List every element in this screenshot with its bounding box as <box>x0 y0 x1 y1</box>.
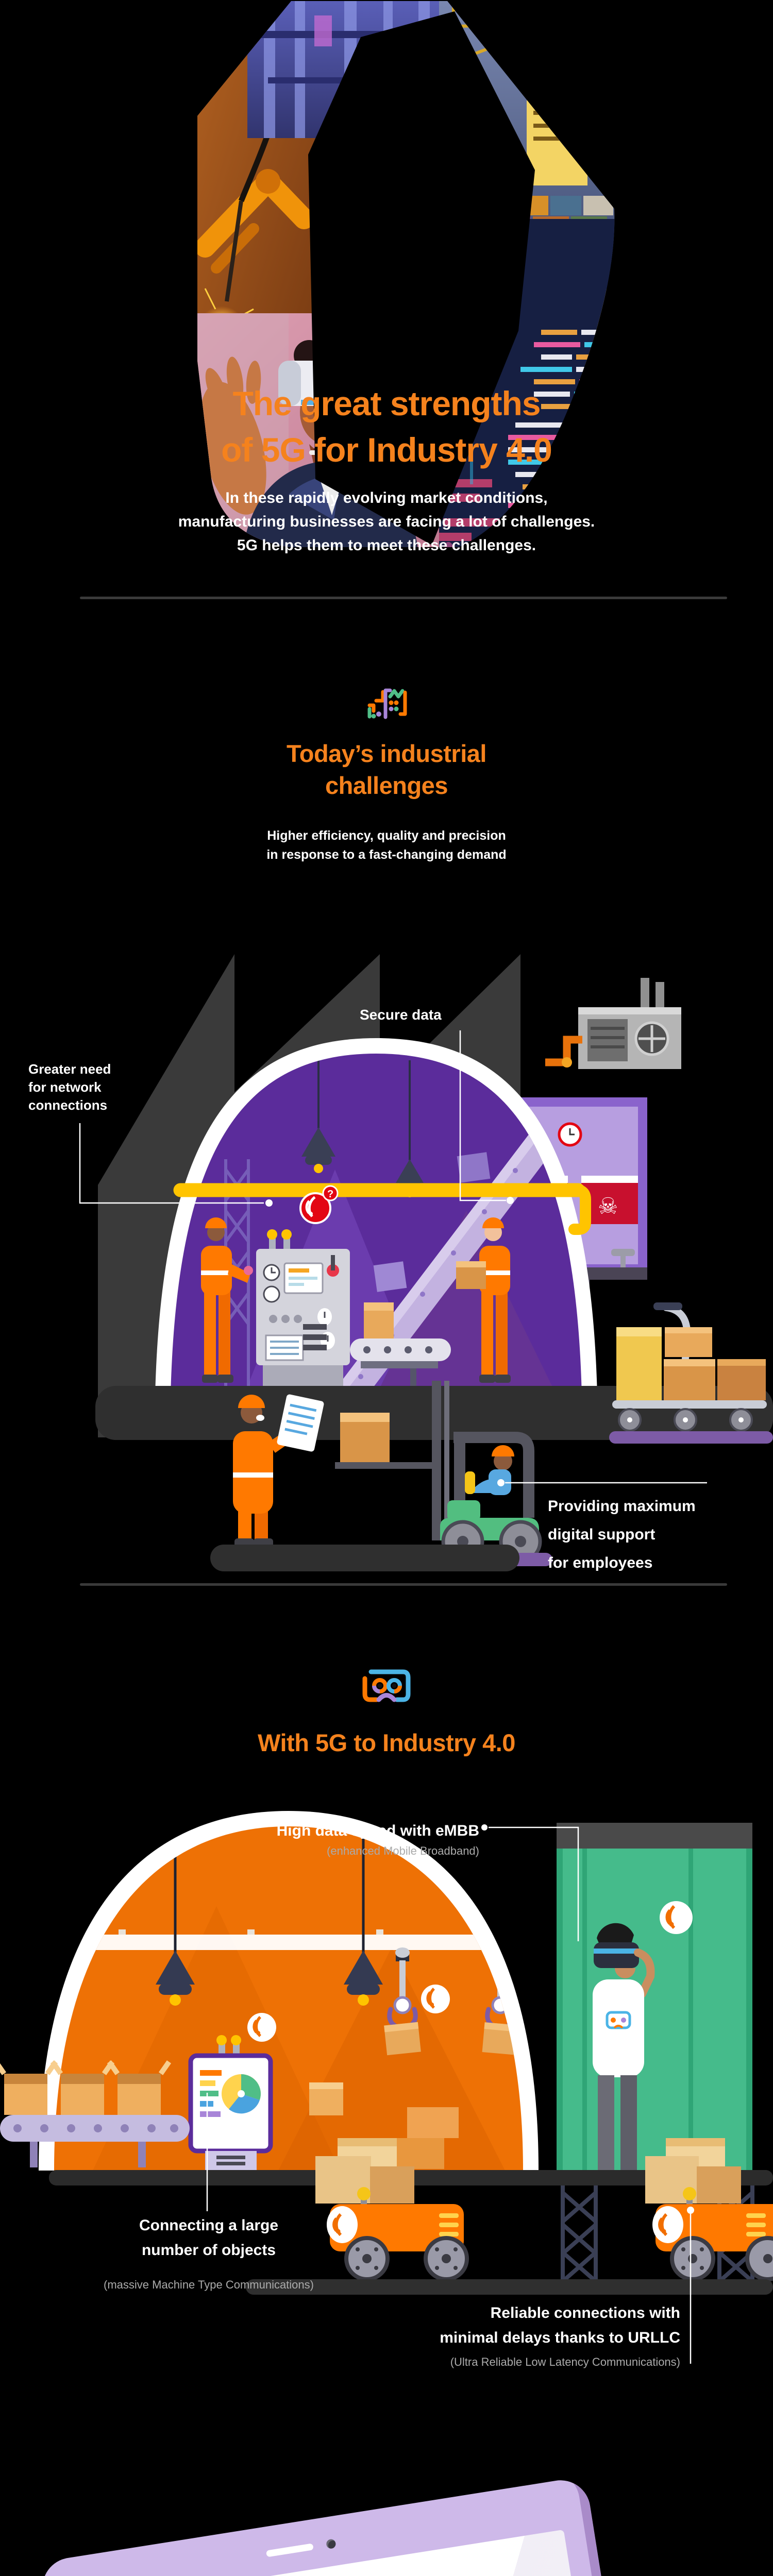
callout-secure-data: Secure data <box>360 1007 442 1023</box>
factory-icon <box>367 688 407 719</box>
callout-line-embb <box>481 1824 579 1941</box>
callout-mmtc: Connecting a large number of objects (ma… <box>104 2217 314 2291</box>
tablet-camera <box>326 2538 337 2550</box>
wifi-badge <box>327 2206 358 2243</box>
callout-line-network <box>79 1123 264 1204</box>
page-title: The great strengths of 5G for Industry 4… <box>0 380 773 473</box>
pie-chart <box>222 2074 261 2114</box>
open-box <box>107 2060 172 2115</box>
pendant-lamp-2 <box>344 1834 383 2006</box>
worker-left <box>201 1217 253 1383</box>
hacked-screen-right: ☠ <box>581 1176 638 1224</box>
hand-truck <box>609 1302 773 1444</box>
worker-right <box>456 1217 511 1383</box>
tablet-speaker <box>265 2543 314 2557</box>
tablet-screen: The 7 strengths of a standalone 5G netwo… <box>75 2529 676 2576</box>
page-title-line2: of 5G for Industry 4.0 <box>221 431 552 469</box>
collage-center-hole <box>308 11 535 545</box>
tablet-title: The 7 strengths of a standalone 5G netwo… <box>78 2547 576 2576</box>
section1-subheading: Higher efficiency, quality and precision… <box>266 828 507 862</box>
pendant-lamp-2 <box>156 1834 195 2006</box>
agv-robot <box>315 2138 469 2281</box>
callout-network-need: Greater need for network connections <box>28 1061 111 1113</box>
analytics-monitor <box>188 2035 273 2171</box>
hvac-unit <box>545 978 681 1069</box>
wifi-badge <box>421 1985 450 2013</box>
wifi-badge <box>660 1901 693 1934</box>
section2-heading: With 5G to Industry 4.0 <box>258 1729 515 1756</box>
open-box <box>0 2060 58 2115</box>
wifi-alert-icon: ? <box>299 1185 339 1224</box>
open-box <box>50 2060 115 2115</box>
wifi-badge <box>247 2013 276 2042</box>
page-subtitle: In these rapidly evolving market conditi… <box>178 489 595 554</box>
machine-conveyor <box>350 1302 451 1386</box>
svg-text:☠: ☠ <box>598 1194 618 1219</box>
tablet: The 7 strengths of a standalone 5G netwo… <box>38 2476 717 2576</box>
divider-2 <box>80 1583 727 1586</box>
callout-digital-support: Providing maximum digital support for em… <box>548 1498 696 1571</box>
callout-embb: High data speed with eMBB (enhanced Mobi… <box>276 1822 479 1857</box>
vr-logo-on-shirt <box>606 2011 631 2029</box>
hero-collage: MSC <box>197 1 615 547</box>
illustration-5g-industry <box>0 1811 773 2364</box>
box-conveyor <box>0 2060 343 2167</box>
machine-console <box>256 1229 350 1386</box>
illustration-industrial-challenges: ☠ ☠ <box>79 954 773 1571</box>
callout-line-urllc <box>687 2207 694 2364</box>
divider-1 <box>80 597 727 599</box>
callout-line-support <box>497 1479 707 1486</box>
clipboard-worker <box>233 1394 324 1547</box>
page-title-line1: The great strengths <box>232 384 541 422</box>
svg-text:?: ? <box>327 1189 333 1200</box>
callout-line-secure <box>459 1030 506 1201</box>
floor-foreground <box>210 1545 519 1571</box>
yellow-beam <box>173 1183 591 1235</box>
robot-gripper <box>384 1947 421 2056</box>
agv-robot <box>645 2138 773 2281</box>
callout-urllc: Reliable connections with minimal delays… <box>440 2304 680 2368</box>
wifi-badge <box>652 2206 683 2243</box>
floor-robots <box>246 2279 773 2295</box>
section1-heading: Today’s industrial challenges <box>287 740 486 799</box>
green-room <box>557 1823 752 2184</box>
vr-user <box>593 1923 655 2179</box>
vr-goggles-icon <box>362 1669 411 1702</box>
